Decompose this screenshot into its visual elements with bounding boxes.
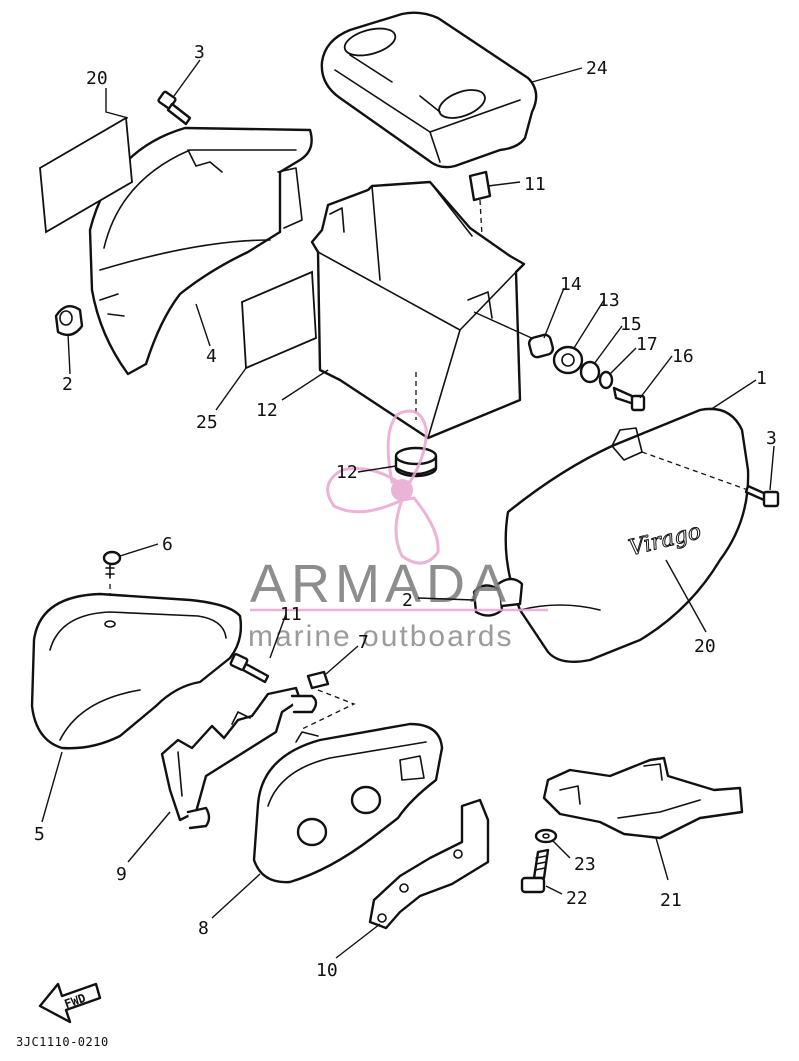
callout-21: 21 [660, 890, 682, 911]
propeller-logo-icon [326, 409, 440, 565]
callouts: 20 3 24 11 14 13 15 17 16 1 3 2 4 25 12 … [34, 42, 777, 981]
part-3-bolt-lower [744, 484, 780, 508]
callout-6: 6 [162, 534, 173, 555]
callout-12: 12 [256, 400, 278, 421]
part-7-clip [299, 670, 356, 731]
fwd-arrow: FWD [38, 982, 102, 1024]
part-21-bracket [542, 756, 744, 840]
callout-2-left: 2 [62, 374, 73, 395]
part-3-bolt-upper [157, 90, 192, 126]
part-10-bracket [368, 798, 490, 930]
part-2-grommet-left [54, 304, 84, 337]
callout-3-upper: 3 [194, 42, 205, 63]
callout-13: 11 [524, 174, 546, 195]
callout-11: 11 [280, 604, 302, 625]
part-11-bolt [229, 653, 270, 684]
part-4-side-cover-left [88, 126, 313, 376]
part-6-screw [102, 550, 122, 610]
callout-16: 14 [560, 274, 582, 295]
callout-2-right: 2 [402, 590, 413, 611]
watermark-brand: ARMADA [250, 554, 511, 614]
part-15-collar [552, 345, 584, 375]
callout-5: 5 [34, 824, 45, 845]
part-16-grommet [527, 333, 555, 359]
callout-20-upper: 20 [86, 68, 108, 89]
part-13-clip [468, 170, 492, 237]
callout-14: 12 [336, 462, 358, 483]
part-5-cover [30, 592, 243, 750]
part-2-grommet-right [472, 577, 524, 617]
part-22-bolt [520, 848, 550, 894]
callout-1: 1 [756, 368, 767, 389]
part-9-bracket [160, 686, 318, 830]
callout-20-lower: 20 [694, 636, 716, 657]
armada-watermark: ARMADA marine outboards [248, 409, 548, 653]
fwd-label: FWD [62, 991, 87, 1012]
part-24-battery-cover [320, 11, 538, 169]
part-12-battery-box [310, 180, 537, 440]
leader-3-to-1 [641, 451, 749, 491]
diagram-code: 3JC1110-0210 [16, 1035, 109, 1049]
watermark-tagline: marine outboards [248, 620, 513, 653]
part-20-decal-left [39, 116, 133, 234]
part-25-plate [241, 270, 317, 370]
callout-18: 16 [672, 346, 694, 367]
callout-22: 22 [566, 888, 588, 909]
callout-8: 8 [198, 918, 209, 939]
callout-3-lower: 3 [766, 428, 777, 449]
callout-9: 9 [116, 864, 127, 885]
callout-4: 4 [206, 346, 217, 367]
callout-7: 7 [358, 632, 369, 653]
part-17-washer [579, 360, 601, 384]
callout-15: 13 [598, 290, 620, 311]
callout-17: 15 [620, 314, 642, 335]
callout-24: 24 [586, 58, 608, 79]
part-8-tool-box [252, 722, 444, 884]
leader-lines [41, 59, 775, 959]
callout-23: 23 [574, 854, 596, 875]
part-18-bolt [612, 386, 646, 412]
callout-10: 10 [316, 960, 338, 981]
callout-19: 17 [636, 334, 658, 355]
part-19-spring-washer [598, 370, 614, 390]
callout-25: 25 [196, 412, 218, 433]
part-23-washer [534, 828, 558, 844]
part-1-side-cover-right [504, 407, 750, 663]
